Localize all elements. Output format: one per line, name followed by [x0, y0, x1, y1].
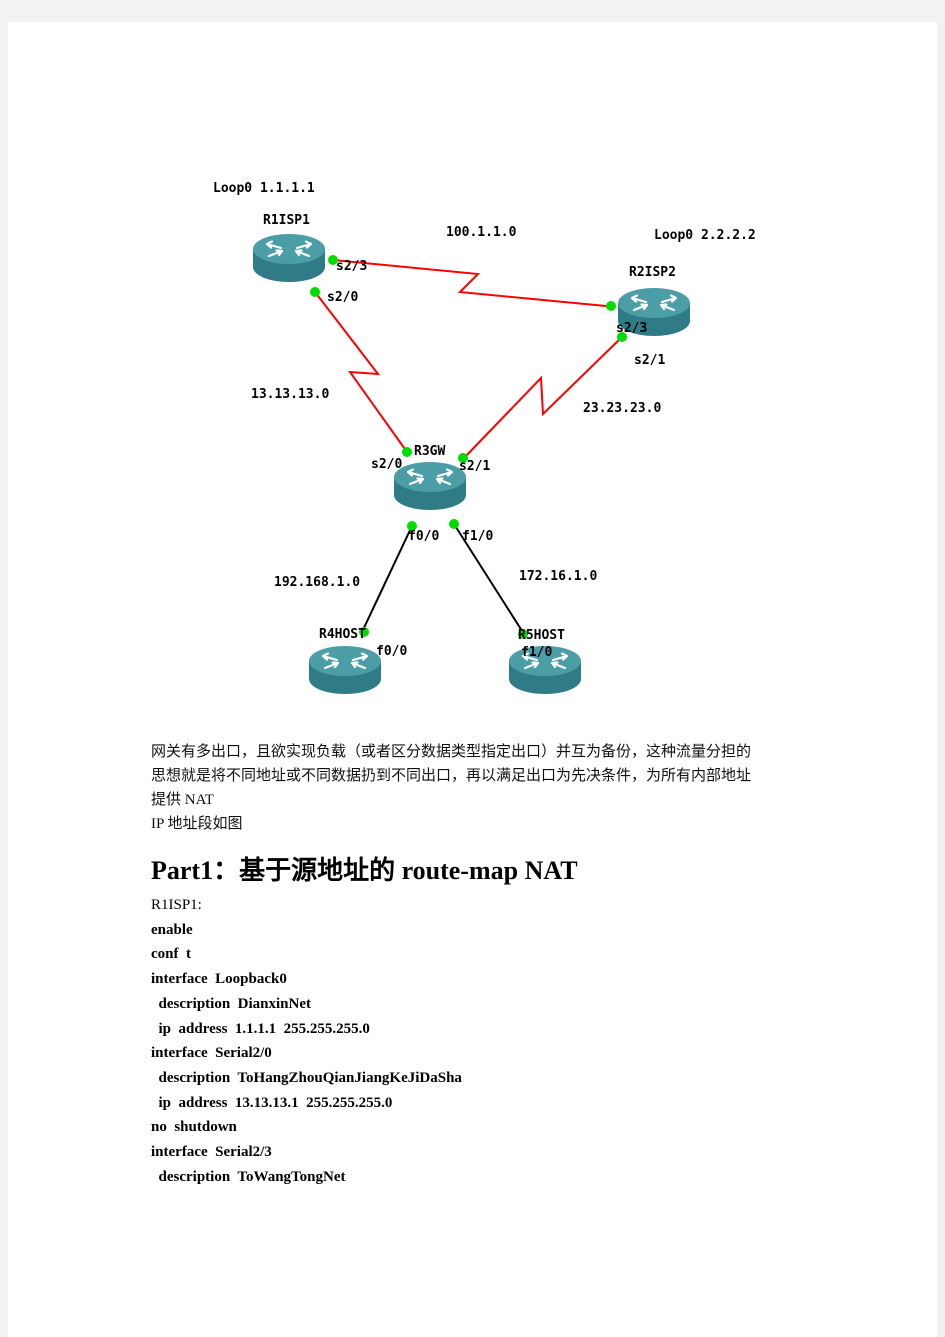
- intro-line: 思想就是将不同地址或不同数据扔到不同出口，再以满足出口为先决条件，为所有内部地址: [151, 768, 752, 784]
- r3-name-label: R3GW: [414, 444, 445, 459]
- r2-loopback-label: Loop0 2.2.2.2: [654, 228, 756, 243]
- config-line: description ToWangTongNet: [151, 1168, 346, 1185]
- port-dot: [458, 453, 468, 463]
- port-label-r2-s2-3: s2/3: [616, 321, 647, 336]
- config-line: no shutdown: [151, 1119, 237, 1136]
- ethernet-link-192: [361, 525, 413, 633]
- port-dot: [328, 255, 338, 265]
- config-line: interface Serial2/0: [151, 1045, 272, 1062]
- r5-name-label: R5HOST: [518, 628, 565, 643]
- network-label-13: 13.13.13.0: [251, 387, 329, 402]
- port-dots: [310, 255, 627, 639]
- intro-line: 网关有多出口，且欲实现负载（或者区分数据类型指定出口）并互为备份，这种流量分担的: [151, 744, 752, 760]
- network-label-172: 172.16.1.0: [519, 569, 597, 584]
- network-topology-diagram: Loop0 1.1.1.1 R1ISP1 Loop0 2.2.2.2 R2ISP…: [213, 181, 756, 696]
- port-label-r3-f1-0: f1/0: [462, 529, 493, 544]
- port-dot: [518, 629, 528, 639]
- serial-link-23: [463, 336, 623, 459]
- port-label-r3-f0-0: f0/0: [408, 529, 439, 544]
- config-line: description DianxinNet: [151, 995, 312, 1012]
- network-label-100: 100.1.1.0: [446, 225, 517, 240]
- config-line: interface Serial2/3: [151, 1144, 272, 1161]
- port-label-r3-s2-1: s2/1: [459, 459, 490, 474]
- port-label-r1-s2-3: s2/3: [336, 259, 367, 274]
- config-line: interface Loopback0: [151, 971, 287, 988]
- section-heading: Part1：基于源地址的 route-map NAT: [151, 856, 578, 885]
- intro-line: 提供 NAT: [151, 792, 214, 808]
- router-icon-r3: [392, 460, 468, 512]
- config-listing: R1ISP1: enable conf t interface Loopback…: [151, 893, 462, 1189]
- router-icon-r1: [251, 232, 327, 284]
- port-label-r1-s2-0: s2/0: [327, 290, 358, 305]
- config-line: enable: [151, 921, 193, 938]
- port-label-r3-s2-0: s2/0: [371, 457, 402, 472]
- port-dot: [359, 627, 369, 637]
- config-line: description ToHangZhouQianJiangKeJiDaSha: [151, 1069, 462, 1086]
- serial-link-13: [314, 291, 408, 453]
- config-line: ip address 1.1.1.1 255.255.255.0: [151, 1020, 370, 1037]
- r4-name-label: R4HOST: [319, 627, 366, 642]
- r2-name-label: R2ISP2: [629, 265, 676, 280]
- port-dot: [449, 519, 459, 529]
- intro-line: IP 地址段如图: [151, 816, 243, 832]
- config-line: conf t: [151, 946, 191, 963]
- port-label-r2-s2-1: s2/1: [634, 353, 665, 368]
- serial-link-100: [332, 259, 607, 307]
- network-label-23: 23.23.23.0: [583, 401, 661, 416]
- port-dot: [402, 447, 412, 457]
- port-dot: [407, 521, 417, 531]
- document-page: Loop0 1.1.1.1 R1ISP1 Loop0 2.2.2.2 R2ISP…: [8, 22, 937, 1337]
- ethernet-link-172: [453, 523, 525, 635]
- port-dot: [310, 287, 320, 297]
- router-icon-r4: [307, 644, 383, 696]
- intro-paragraph: 网关有多出口，且欲实现负载（或者区分数据类型指定出口）并互为备份，这种流量分担的…: [151, 740, 831, 836]
- network-label-192: 192.168.1.0: [274, 575, 360, 590]
- port-label-r4-f0-0: f0/0: [376, 644, 407, 659]
- port-dot: [617, 332, 627, 342]
- r1-name-label: R1ISP1: [263, 213, 310, 228]
- config-line: ip address 13.13.13.1 255.255.255.0: [151, 1094, 393, 1111]
- config-line: R1ISP1:: [151, 897, 202, 913]
- r1-loopback-label: Loop0 1.1.1.1: [213, 181, 315, 196]
- port-dot: [606, 301, 616, 311]
- port-label-r5-f1-0: f1/0: [521, 645, 552, 660]
